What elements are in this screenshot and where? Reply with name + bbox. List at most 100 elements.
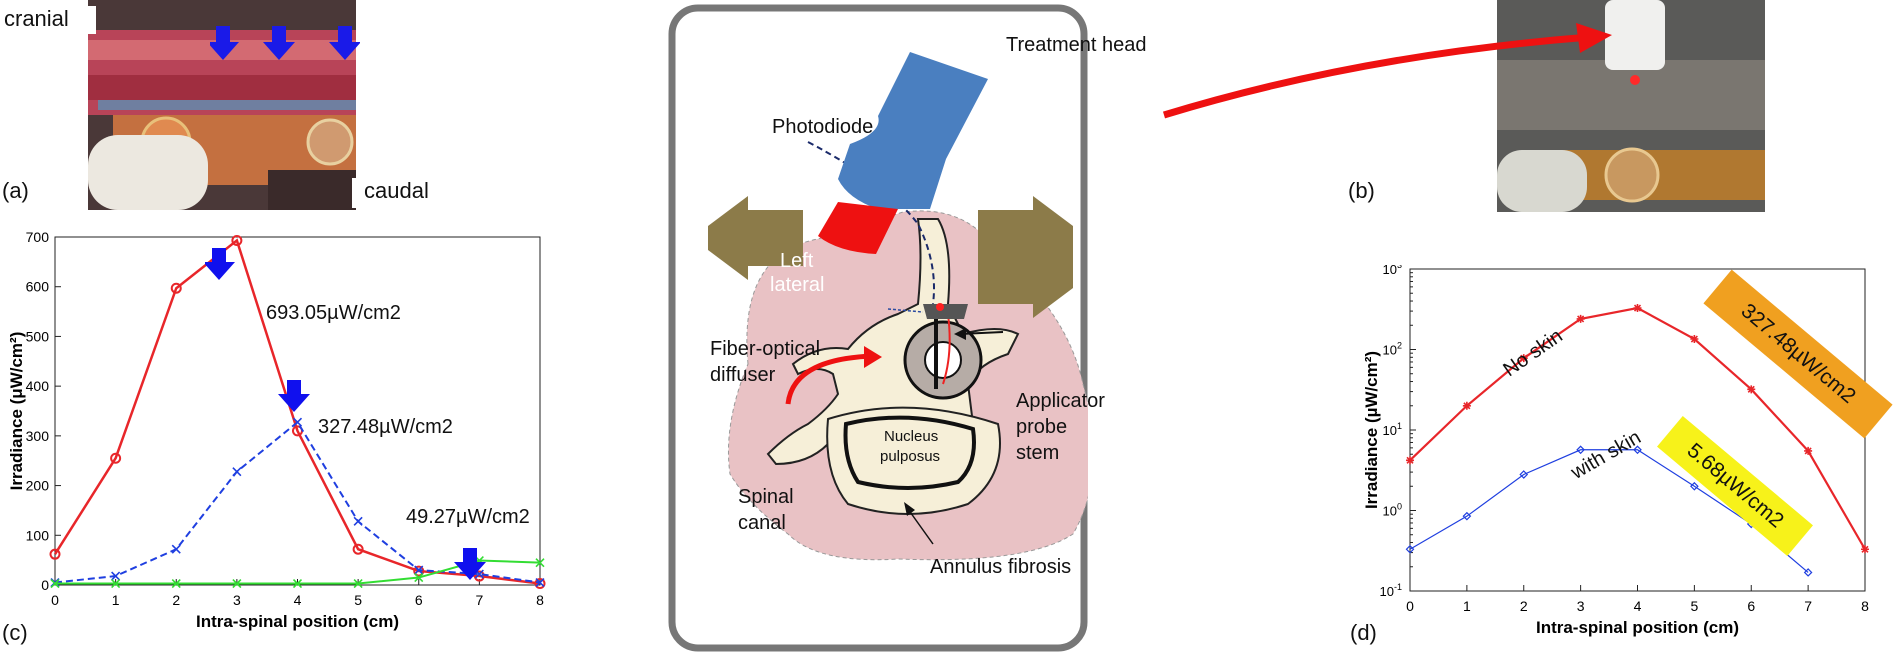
data-point-green (111, 578, 121, 589)
data-point-red (1406, 456, 1414, 465)
x-axis-label: Intra-spinal position (cm) (196, 612, 399, 631)
data-point-green (232, 578, 242, 589)
data-point-red (473, 570, 485, 582)
data-point-blue (1690, 481, 1699, 491)
treatment-head-icon (838, 52, 988, 209)
data-point-blue (1519, 470, 1529, 479)
x-tick-label: 5 (354, 592, 362, 608)
left-lateral-label-1: Left (780, 250, 814, 272)
chart-c-annotation-3: 49.27µW/cm2 (406, 506, 530, 528)
blue-arrow-icon (263, 26, 295, 60)
right-lateral-label-2: lateral (1092, 308, 1147, 330)
y-tick-label: 103 (1383, 265, 1402, 277)
data-point-red (352, 543, 364, 555)
photodiode-label: Photodiode (772, 116, 874, 138)
photo-a (88, 0, 356, 210)
data-point-red (170, 282, 182, 294)
blue-arrow-icon (205, 248, 235, 280)
x-tick-label: 2 (1520, 598, 1528, 614)
y-tick-label: 102 (1383, 341, 1402, 358)
x-tick-label: 0 (1406, 598, 1414, 614)
data-point-green (414, 572, 424, 583)
fiber-diffuser-label-1: Fiber-optical (710, 338, 821, 360)
nucleus-label-1: Nucleus (884, 428, 939, 445)
photo-b (1497, 0, 1765, 212)
data-point-blue (1633, 445, 1642, 455)
data-point-green (292, 578, 303, 589)
nucleus-pulposus-shape (843, 415, 976, 490)
x-tick-label: 2 (172, 592, 180, 608)
data-point-blue (1803, 568, 1813, 577)
chart-c-annotation-2: 327.48µW/cm2 (318, 416, 453, 438)
y-axis-label: Irradiance (µW/cm²) (1362, 351, 1381, 509)
right-lateral-label-1: Right (1092, 274, 1139, 296)
x-tick-label: 7 (475, 592, 483, 608)
applicator-label-1: Applicator (1016, 390, 1105, 412)
blue-arrow-icon (329, 26, 360, 60)
y-tick-label: 500 (26, 328, 50, 344)
y-tick-label: 300 (26, 428, 50, 444)
panel-label-c: (c) (2, 620, 28, 645)
blue-arrow-icon (278, 380, 310, 412)
x-tick-label: 3 (233, 592, 241, 608)
y-tick-label: 400 (26, 378, 50, 394)
applicator-label-2: probe (1016, 416, 1068, 438)
y-axis-label: Irradiance (μW/cm²) (7, 332, 26, 491)
data-point-red (1804, 446, 1813, 455)
data-point-red (1747, 385, 1756, 394)
spine-diagram (668, 4, 1088, 652)
data-point-red (1462, 401, 1471, 410)
nucleus-label-2: pulposus (880, 448, 941, 465)
photo-b-art (1497, 0, 1765, 212)
x-tick-label: 7 (1804, 598, 1812, 614)
photo-a-arrows (210, 26, 360, 60)
y-tick-label: 100 (1383, 502, 1402, 519)
y-tick-label: 0 (41, 577, 49, 593)
x-tick-label: 8 (1861, 598, 1869, 614)
photo-a-art (88, 0, 356, 210)
data-point-red (1633, 304, 1642, 313)
fiber-diffuser-tip (923, 304, 968, 319)
data-point-blue (353, 516, 363, 526)
data-point-red (413, 565, 425, 577)
spinal-canal-arrow (785, 353, 874, 405)
cranial-label: cranial (0, 6, 96, 34)
chart-c-annotation-1: 693.05µW/cm2 (266, 302, 401, 324)
left-lateral-label-2: lateral (770, 274, 825, 296)
y-tick-label: 10-1 (1380, 582, 1402, 599)
plot-area (54, 236, 541, 586)
red-arrowhead-icon (1576, 23, 1612, 53)
right-lateral-arrow-icon (978, 196, 1073, 318)
x-tick-label: 8 (536, 592, 544, 608)
data-point-red (49, 548, 61, 560)
data-point-green (535, 558, 545, 568)
x-tick-label: 0 (51, 592, 59, 608)
x-tick-label: 4 (294, 592, 302, 608)
data-point-green (50, 578, 60, 589)
data-point-blue (1405, 544, 1415, 554)
y-tick-label: 600 (26, 279, 50, 295)
data-point-red (1519, 354, 1528, 363)
data-point-blue (111, 571, 121, 581)
data-point-blue (232, 467, 242, 477)
x-tick-label: 4 (1634, 598, 1642, 614)
y-tick-label: 700 (26, 229, 50, 245)
x-tick-label: 1 (112, 592, 120, 608)
series-line-red (53, 238, 541, 585)
data-point-green (171, 578, 181, 589)
spinal-canal-label-2: canal (738, 512, 786, 534)
chart-c-arrows (205, 248, 486, 580)
data-point-blue (292, 417, 303, 427)
data-point-red (1861, 545, 1869, 554)
panel-label-a: (a) (2, 178, 29, 203)
left-lateral-arrow-icon (708, 196, 803, 280)
x-tick-label: 3 (1577, 598, 1585, 614)
data-point-red (1576, 314, 1585, 323)
data-point-red (110, 452, 122, 464)
x-tick-label: 6 (415, 592, 423, 608)
caudal-label: caudal (352, 178, 454, 208)
panel-label-d: (d) (1350, 620, 1377, 645)
data-point-red (231, 234, 243, 246)
